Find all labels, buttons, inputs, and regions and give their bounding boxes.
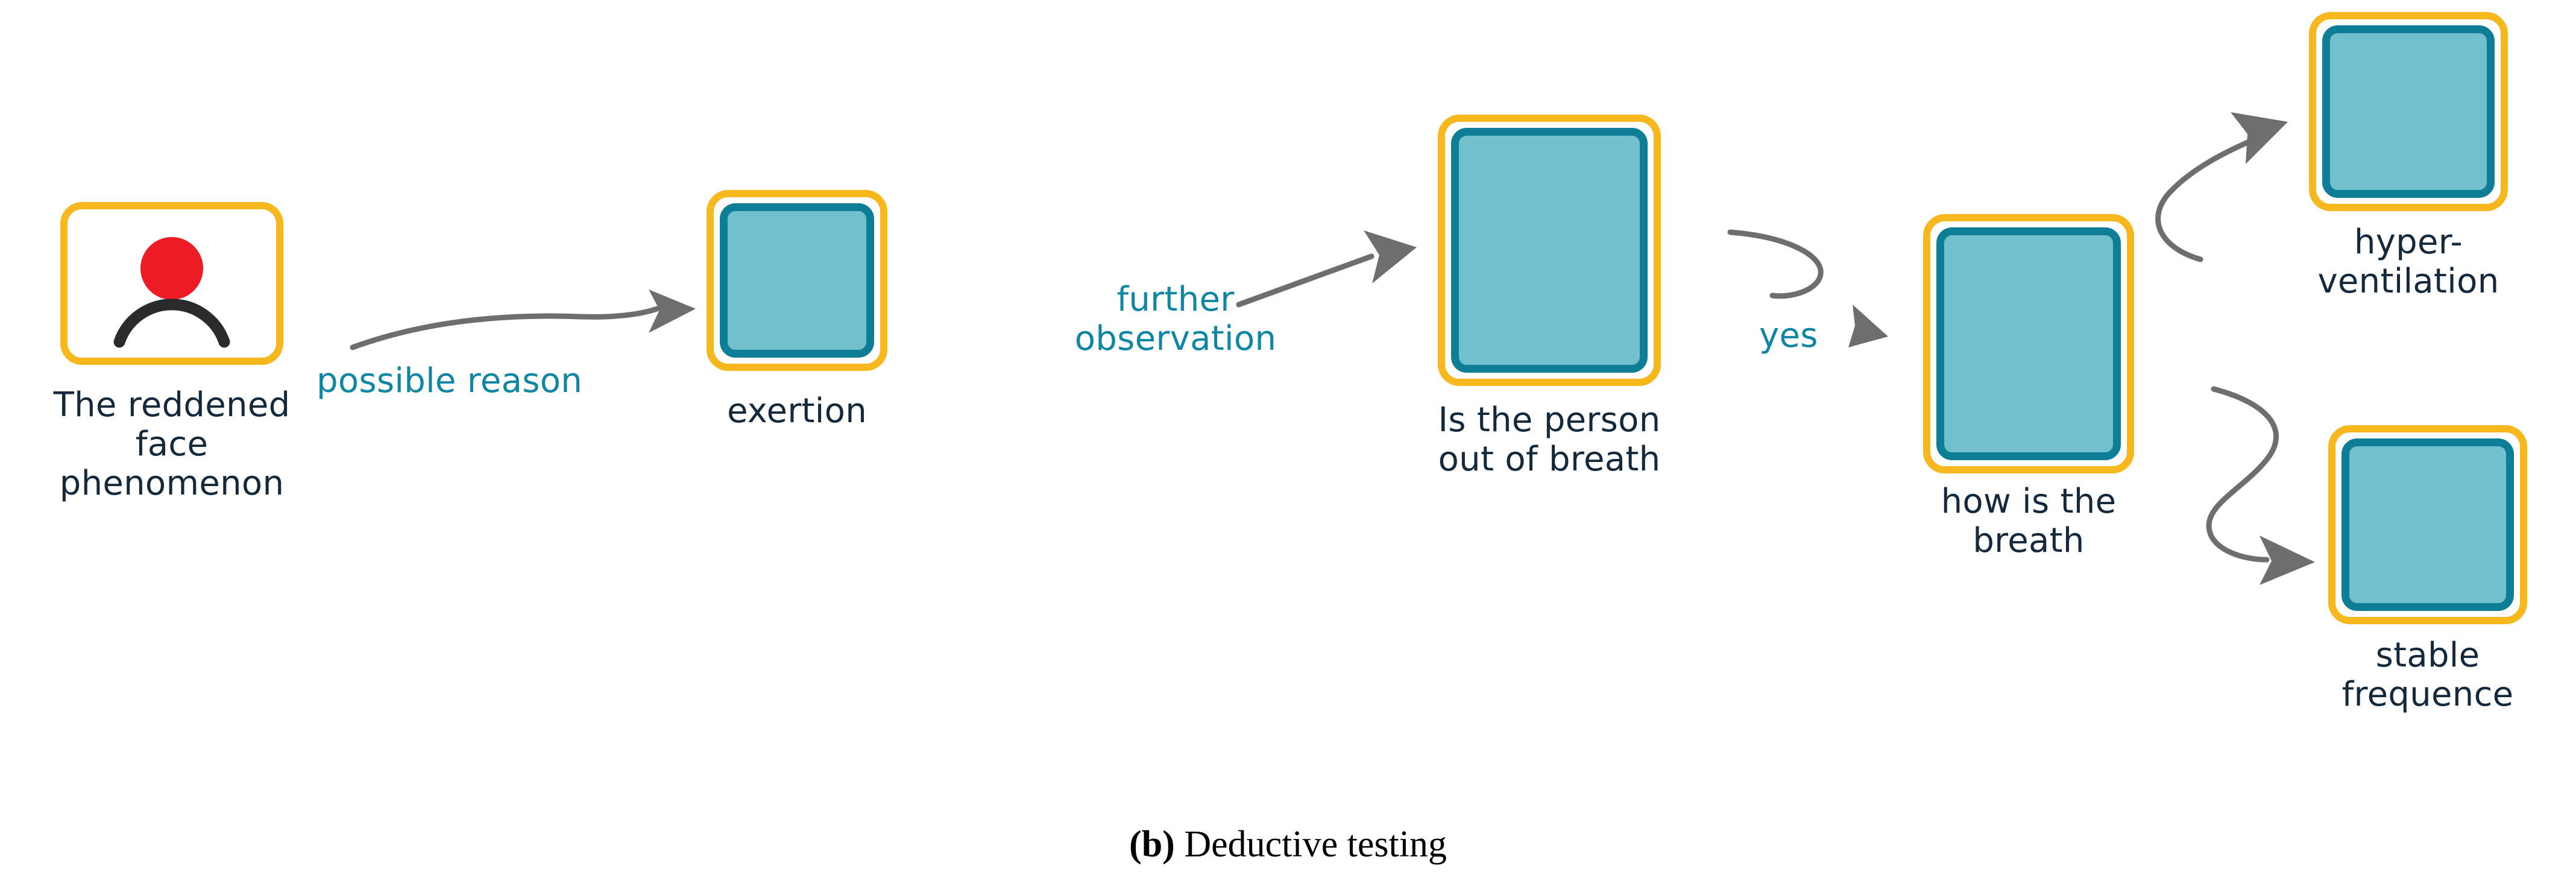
node-exertion[interactable]: [707, 190, 887, 371]
figure-caption: (b) Deductive testing: [0, 823, 2576, 866]
node-reddened-face[interactable]: [60, 202, 283, 365]
edge-label-yes: yes: [1759, 316, 1818, 355]
arrow-possible-reason: [350, 289, 696, 350]
node-label-exertion: exertion: [726, 391, 868, 431]
person-shoulders-icon: [113, 299, 230, 348]
node-label-stable-frequence: stable frequence: [2341, 636, 2514, 714]
node-stable-frequence[interactable]: [2328, 425, 2527, 624]
person-head-icon: [140, 237, 203, 300]
node-label-hyperventilation: hyper- ventilation: [2317, 223, 2499, 301]
caption-label: (b): [1129, 824, 1175, 865]
node-label-out-of-breath: Is the person out of breath: [1438, 400, 1661, 479]
node-inner-fill: [1936, 227, 2121, 460]
node-out-of-breath[interactable]: [1438, 115, 1661, 386]
node-label-how-is-breath: how is the breath: [1941, 482, 2117, 560]
edge-label-further-observation: further observation: [1074, 280, 1277, 358]
node-label-reddened-face: The reddened face phenomenon: [53, 385, 291, 503]
node-hyperventilation[interactable]: [2309, 12, 2508, 211]
node-inner-fill: [2341, 438, 2514, 611]
node-frame: [60, 202, 283, 365]
node-inner-fill: [1451, 128, 1648, 373]
node-how-is-breath[interactable]: [1923, 214, 2134, 473]
node-inner-fill: [720, 203, 874, 358]
arrow-to-stable-frequence: [2206, 386, 2315, 585]
edge-label-possible-reason: possible reason: [316, 361, 583, 400]
caption-text: Deductive testing: [1174, 824, 1447, 865]
person-icon: [60, 202, 283, 365]
node-inner-fill: [2322, 25, 2495, 198]
